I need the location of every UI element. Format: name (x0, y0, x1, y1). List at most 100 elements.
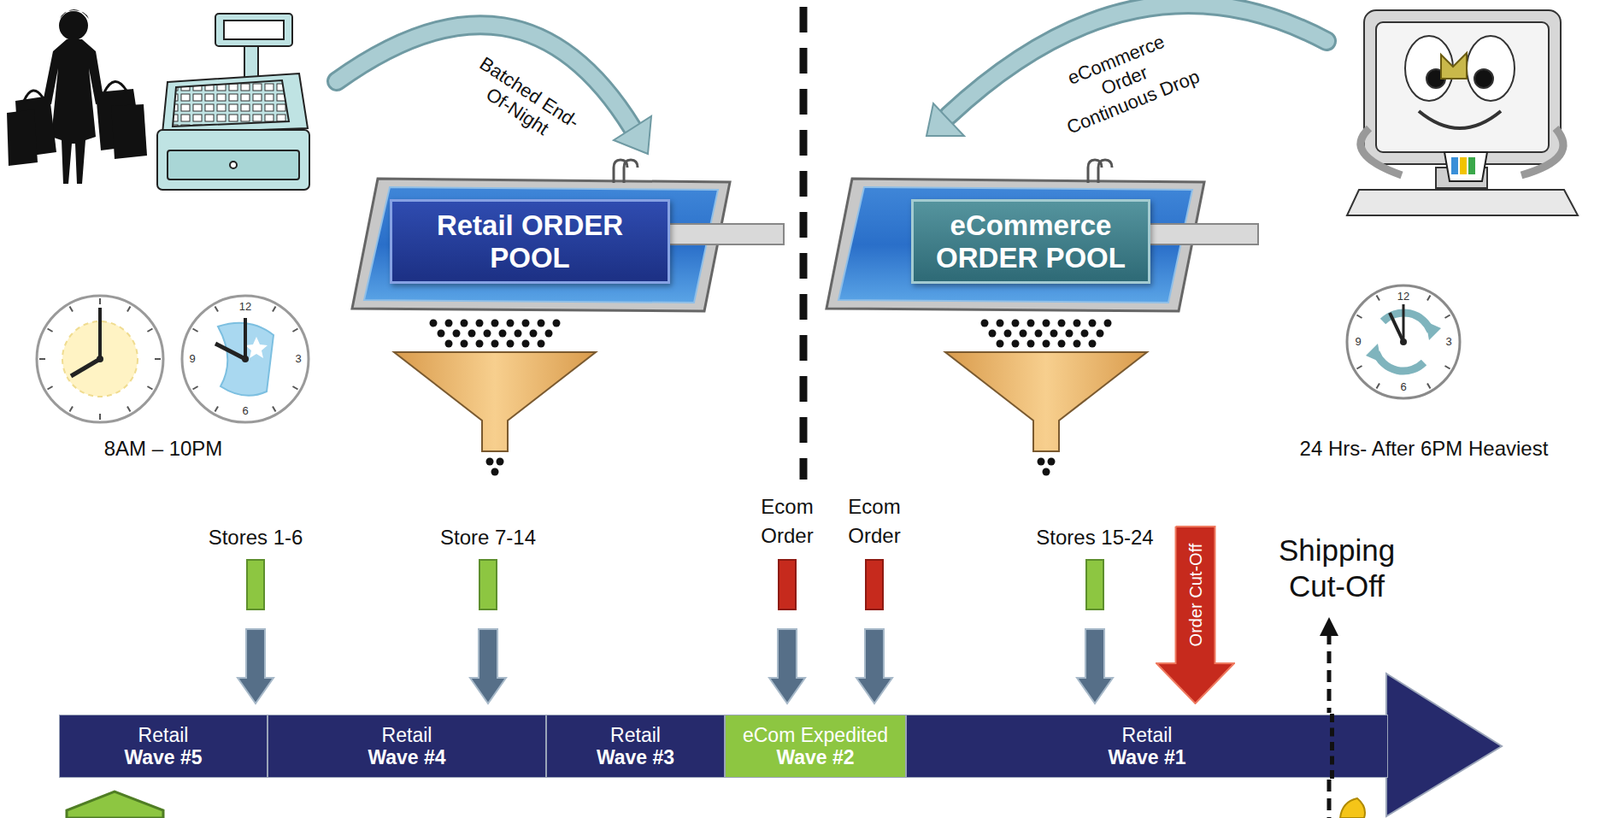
computer-character (1466, 35, 1515, 101)
marker-label: Ecom Order (757, 492, 818, 551)
day-clock (96, 355, 104, 363)
cash-register (223, 20, 284, 40)
order-dots (429, 319, 438, 328)
wave-segment: RetailWave #1 (905, 714, 1389, 778)
cash-register (157, 129, 310, 190)
marker-bar (246, 558, 265, 611)
order-dots (445, 319, 453, 328)
wave-number: Wave #3 (596, 746, 675, 769)
wave-number: Wave #2 (776, 746, 854, 769)
arrow-label: Batched End-Of-Night (457, 48, 590, 157)
computer-character (1364, 10, 1561, 165)
pool-title: eCommerce ORDER POOL (928, 209, 1134, 275)
order-dots (1027, 319, 1036, 328)
time-range: 8AM – 10PM (104, 436, 224, 462)
shipping-cutoff-line (1329, 713, 1335, 779)
clock-ticks (1427, 294, 1431, 300)
time-range: 24 Hrs- After 6PM Heaviest (1300, 436, 1549, 462)
retail-funnel (394, 352, 596, 452)
cutoff-arrow-shape (1156, 526, 1235, 704)
wave-segment: eCom ExpeditedWave #2 (724, 714, 906, 778)
computer-character (1451, 157, 1459, 175)
clock-ticks (47, 329, 53, 333)
marker-label: Store 7-14 (440, 525, 536, 551)
flow-arrow (470, 629, 506, 704)
computer-character (1444, 152, 1488, 182)
ecommerce-pool (1088, 159, 1112, 183)
order-dots (537, 340, 546, 348)
clock-numeral: 3 (294, 352, 301, 366)
cash-register (172, 80, 289, 127)
cash-register (215, 13, 293, 47)
night-clock (182, 295, 309, 423)
cash-register (162, 73, 308, 134)
ecommerce-funnel (945, 352, 1148, 452)
shipping-cutoff-line (1319, 617, 1339, 636)
order-dots (506, 340, 515, 348)
order-dots (476, 319, 484, 328)
bottom-blob (1340, 798, 1365, 818)
clock-numeral: 6 (241, 404, 248, 418)
order-dots (981, 319, 989, 328)
shipping-cutoff-line (1327, 632, 1332, 713)
batch-arrow (613, 116, 652, 154)
clock-ticks (39, 294, 1451, 420)
clock-ticks (1356, 315, 1362, 319)
clock-ticks (99, 298, 101, 305)
shopper-figure (6, 9, 148, 184)
order-dots (1073, 340, 1082, 348)
order-dots (514, 329, 523, 338)
order-pool-box: Retail ORDER POOL (389, 199, 671, 284)
order-dots (486, 458, 495, 466)
marker-bar (1085, 558, 1105, 611)
wave-kind: Retail (1122, 723, 1173, 747)
night-clock (245, 336, 268, 359)
order-pool-box: eCommerce ORDER POOL (911, 199, 1151, 284)
clock-ticks (292, 386, 298, 390)
order-dots (1019, 329, 1028, 338)
order-dots (552, 319, 561, 328)
order-dots (460, 319, 469, 328)
clock-numeral: 6 (1400, 380, 1406, 395)
computer-character (1347, 10, 1578, 216)
order-dots (1042, 319, 1051, 328)
order-dots (445, 340, 453, 348)
wave-number: Wave #1 (1107, 746, 1186, 769)
order-dots (537, 319, 546, 328)
wave-segment: RetailWave #4 (267, 714, 547, 778)
clock-numeral: 9 (1354, 335, 1361, 349)
order-dots (1011, 319, 1020, 328)
order-dots (988, 329, 997, 338)
pool-title: Retail ORDER POOL (406, 209, 653, 275)
flow-arrow (769, 629, 806, 704)
cutoff-label: Order Cut-Off (1187, 542, 1205, 647)
ecommerce-pool (838, 187, 1193, 303)
clock-ticks (127, 405, 131, 412)
day-clock (36, 295, 164, 423)
shopper-figure (59, 9, 89, 19)
cutoff-label: Shipping Cut-Off (1255, 532, 1418, 605)
clock-ticks (292, 329, 298, 333)
computer-character (1347, 189, 1578, 216)
cycle-clock (1425, 321, 1442, 341)
cycle-clock (1347, 285, 1460, 399)
shopper-figure (42, 39, 105, 184)
wave-kind: Retail (382, 723, 433, 747)
computer-character (1418, 111, 1501, 129)
bottom-marker (66, 791, 164, 818)
day-clock (36, 295, 164, 423)
computer-character (1521, 128, 1564, 176)
clock-ticks (272, 405, 277, 412)
marker-label: Ecom Order (844, 492, 905, 551)
clock-ticks (70, 405, 74, 412)
cycle-clock (1376, 352, 1424, 371)
order-dots (496, 458, 505, 466)
computer-character (1441, 52, 1467, 79)
marker-bar (478, 558, 498, 611)
cycle-clock (1389, 312, 1404, 342)
clock-ticks (193, 386, 199, 390)
day-clock (98, 307, 102, 359)
marker-bar (864, 558, 884, 611)
day-clock (70, 358, 100, 377)
